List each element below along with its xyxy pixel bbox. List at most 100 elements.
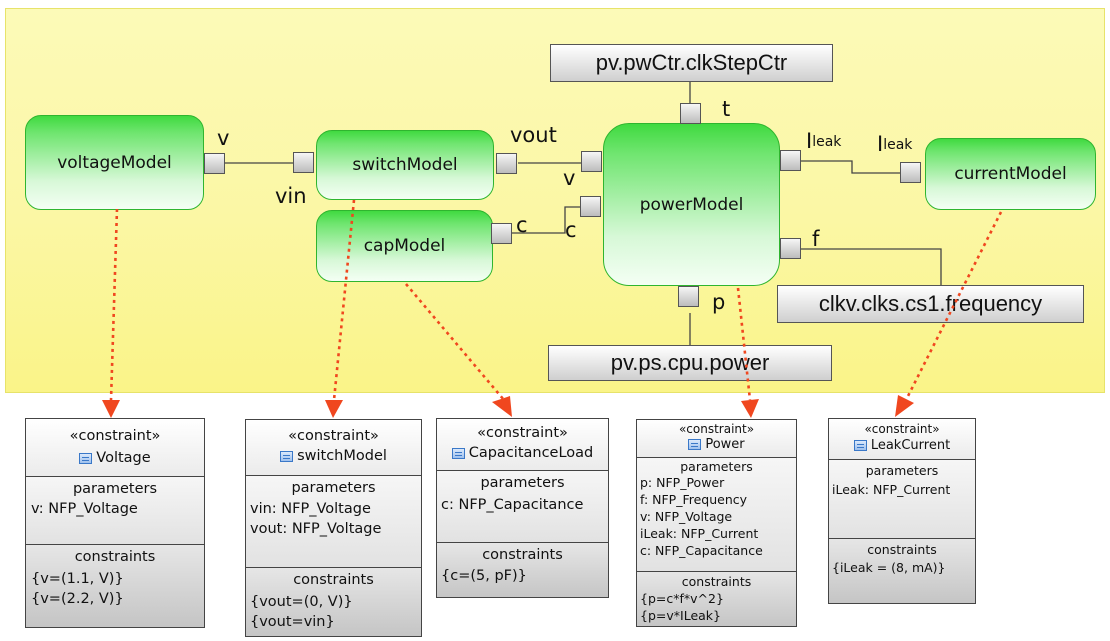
constraint-block-voltage[interactable]: «constraint» Voltage parameters v: NFP_V… — [25, 418, 205, 628]
port-switch-vin[interactable] — [293, 152, 314, 173]
stereotype-label: «constraint» — [864, 422, 940, 436]
stereotype-label: «constraint» — [678, 422, 755, 436]
block-label: currentModel — [954, 164, 1067, 184]
port-voltage-v[interactable] — [204, 153, 225, 174]
arrowhead-leak — [895, 395, 914, 417]
value-label: clkv.clks.cs1.frequency — [818, 291, 1043, 316]
constraint-block-switch[interactable]: «constraint» switchModel parameters vin:… — [245, 419, 422, 637]
value-frequency[interactable]: clkv.clks.cs1.frequency — [777, 285, 1084, 323]
constraint-line: {vout=(0, V)} — [250, 594, 353, 610]
constraint-line: {p=c*f*v^2} — [640, 591, 724, 606]
constraint-header: «constraint» Voltage — [26, 419, 204, 476]
parameters-title: parameters — [865, 463, 939, 478]
dependency-arrow-power — [736, 287, 752, 401]
constraint-header: «constraint» switchModel — [246, 420, 421, 475]
port-label-v: v — [217, 126, 230, 150]
dependency-arrow-voltage — [109, 208, 119, 401]
parameter-line: vout: NFP_Voltage — [250, 521, 382, 537]
constraint-icon — [79, 452, 93, 464]
block-label: powerModel — [639, 194, 744, 215]
port-power-t[interactable] — [680, 103, 701, 124]
constraints-section: constraints {v=(1.1, V)} {v=(2.2, V)} — [26, 544, 204, 627]
constraint-name: switchModel — [246, 448, 421, 464]
parameter-line: iLeak: NFP_Current — [640, 526, 759, 541]
constraint-line: {v=(1.1, V)} — [31, 571, 124, 587]
constraint-name-label: LeakCurrent — [870, 438, 951, 453]
parameter-line: iLeak: NFP_Current — [832, 482, 951, 497]
block-current-model[interactable]: currentModel — [925, 138, 1096, 210]
port-cap-c[interactable] — [491, 223, 512, 244]
constraint-name-label: Voltage — [96, 450, 151, 466]
block-cap-model[interactable]: capModel — [316, 210, 493, 282]
parameters-section: parameters v: NFP_Voltage — [26, 476, 204, 544]
port-power-v[interactable] — [581, 151, 602, 172]
constraints-title: constraints — [482, 547, 563, 563]
value-cpu-power[interactable]: pv.ps.cpu.power — [548, 345, 832, 381]
arrowhead-switch — [325, 400, 343, 418]
parameters-title: parameters — [480, 475, 565, 491]
constraint-block-power[interactable]: «constraint» Power parameters p: NFP_Pow… — [636, 419, 797, 627]
connector-ileak — [801, 160, 900, 174]
stereotype-label: «constraint» — [477, 425, 568, 441]
connector-cap-c — [511, 206, 580, 234]
port-power-c[interactable] — [580, 196, 601, 217]
arrowhead-voltage — [102, 400, 120, 418]
port-label-power-c: c — [565, 218, 577, 242]
block-label: capModel — [363, 236, 446, 256]
parameter-line: f: NFP_Frequency — [640, 492, 748, 507]
arrowhead-power — [741, 399, 759, 418]
port-label-vin: vin — [275, 184, 307, 208]
constraint-icon — [451, 447, 465, 459]
port-current-ileak[interactable] — [900, 162, 921, 183]
parameter-line: c: NFP_Capacitance — [640, 543, 763, 558]
parameters-title: parameters — [291, 480, 376, 496]
block-voltage-model[interactable]: voltageModel — [25, 115, 204, 210]
port-label-ileak-current: Ileak — [877, 132, 913, 156]
stereotype-label: «constraint» — [69, 428, 161, 444]
parameter-line: v: NFP_Voltage — [640, 509, 733, 524]
constraint-block-leak-current[interactable]: «constraint» LeakCurrent parameters iLea… — [828, 418, 976, 604]
constraints-section: constraints {c=(5, pF)} — [437, 542, 608, 597]
arrowhead-cap — [492, 396, 512, 417]
parameter-line: v: NFP_Voltage — [31, 501, 138, 517]
constraint-icon — [280, 450, 294, 462]
port-label-cap-c: c — [516, 213, 528, 237]
port-power-p[interactable] — [678, 286, 699, 307]
constraints-section: constraints {p=c*f*v^2} {p=v*ILeak} — [637, 571, 796, 626]
constraint-line: {c=(5, pF)} — [441, 568, 527, 584]
constraint-line: {p=v*ILeak} — [640, 608, 721, 623]
block-switch-model[interactable]: switchModel — [316, 130, 494, 200]
port-power-f[interactable] — [780, 238, 801, 259]
constraint-line: {vout=vin} — [250, 614, 335, 630]
parameters-section: parameters p: NFP_Power f: NFP_Frequency… — [637, 457, 796, 571]
constraint-name-label: Power — [705, 437, 745, 452]
constraint-name: Power — [637, 437, 796, 452]
constraints-section: constraints {iLeak = (8, mA)} — [829, 538, 975, 603]
dependency-arrow-leak — [904, 211, 1003, 401]
value-clk-step-ctr[interactable]: pv.pwCtr.clkStepCtr — [550, 44, 833, 82]
value-label: pv.ps.cpu.power — [610, 350, 770, 375]
block-power-model[interactable]: powerModel — [603, 123, 780, 286]
constraints-title: constraints — [293, 572, 374, 588]
parameters-section: parameters iLeak: NFP_Current — [829, 459, 975, 538]
value-label: pv.pwCtr.clkStepCtr — [595, 50, 788, 75]
port-power-ileak[interactable] — [780, 150, 801, 171]
connector-f — [801, 248, 942, 285]
constraint-block-capacitance[interactable]: «constraint» CapacitanceLoad parameters … — [436, 418, 609, 598]
constraint-line: {iLeak = (8, mA)} — [832, 560, 946, 575]
port-label-f: f — [812, 227, 820, 251]
dependency-arrow-switch — [332, 199, 356, 401]
parameter-line: c: NFP_Capacitance — [441, 497, 584, 513]
parameters-title: parameters — [680, 459, 753, 474]
constraints-title: constraints — [74, 549, 156, 565]
constraint-name-label: switchModel — [297, 448, 387, 464]
constraints-title: constraints — [681, 574, 752, 589]
constraint-line: {v=(2.2, V)} — [31, 591, 124, 607]
port-label-t: t — [722, 97, 731, 121]
block-label: voltageModel — [57, 152, 172, 173]
constraint-name-label: CapacitanceLoad — [468, 445, 594, 461]
dependency-arrow-cap — [405, 283, 505, 401]
port-switch-vout[interactable] — [496, 153, 517, 174]
